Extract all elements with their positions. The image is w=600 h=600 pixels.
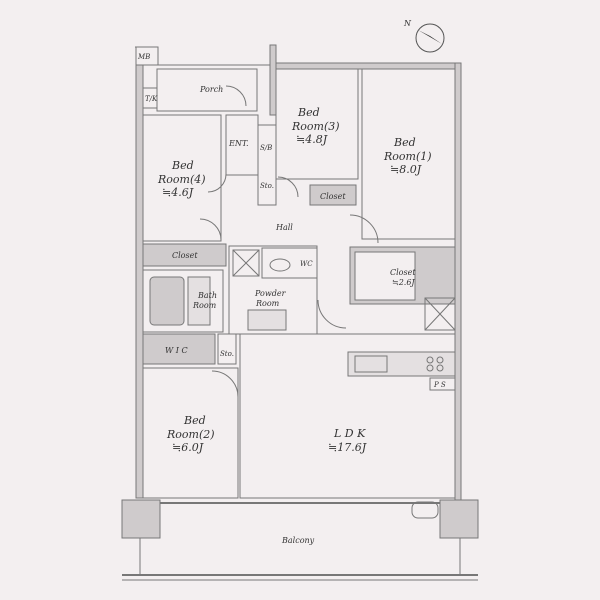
hall-label: Hall xyxy=(275,223,293,232)
bed1-label-2: Room(1) xyxy=(383,150,432,163)
bed2-label-2: Room(2) xyxy=(166,428,215,441)
bed4-label-1: Bed xyxy=(171,159,194,172)
powder-label-2: Room xyxy=(255,299,280,308)
bed4-label-3: ≒4.6J xyxy=(162,186,194,199)
bed3-label-1: Bed xyxy=(297,106,320,119)
balcony-label: Balcony xyxy=(281,536,315,545)
bed-room-1 xyxy=(361,68,456,240)
sto-label-1: Sto. xyxy=(260,182,274,190)
bed1-label-3: ≒8.0J xyxy=(390,163,422,176)
bed-room-4 xyxy=(142,114,222,242)
bed2-label-3: ≒6.0J xyxy=(172,441,204,454)
tk-label: T/K xyxy=(145,95,158,103)
wc xyxy=(261,247,318,279)
closet-label-right-1: Closet xyxy=(390,268,416,277)
ldk xyxy=(239,333,456,499)
bed3-label-2: Room(3) xyxy=(291,120,340,133)
bed1-label-1: Bed xyxy=(393,136,416,149)
sb-label: S/B xyxy=(260,144,272,152)
ldk-label-1: L D K xyxy=(333,427,366,440)
closet-label-left: Closet xyxy=(172,251,198,260)
mb-label: MB xyxy=(137,53,150,61)
closet-left xyxy=(142,243,227,267)
wc-label: WC xyxy=(300,260,313,268)
bath-label-1: Bath xyxy=(197,291,217,300)
left-wall xyxy=(135,62,144,499)
powder-label-1: Powder xyxy=(254,289,287,298)
mb-box xyxy=(135,46,159,66)
bed-room-3 xyxy=(275,68,359,180)
ent-label: ENT. xyxy=(228,139,249,148)
bed3-label-3: ≒4.8J xyxy=(296,133,328,146)
balcony xyxy=(121,499,161,539)
closet-label-bed3: Closet xyxy=(320,192,346,201)
north-arrow: N xyxy=(403,19,445,53)
svg-text:N: N xyxy=(403,19,412,28)
bed4-label-2: Room(4) xyxy=(157,173,206,186)
bed2-label-1: Bed xyxy=(183,414,206,427)
porch-area xyxy=(156,68,258,112)
closet-bed3 xyxy=(309,184,357,206)
closet-label-right-2: ≒2.6J xyxy=(392,278,415,287)
ps-label: P S xyxy=(433,381,446,389)
walk-in-closet xyxy=(142,333,216,365)
bath-label-2: Room xyxy=(192,301,217,310)
right-wall xyxy=(454,62,462,504)
ldk-label-2: ≒17.6J xyxy=(328,441,367,454)
wic-label: W I C xyxy=(165,346,188,355)
porch-label: Porch xyxy=(199,85,223,94)
top-wall xyxy=(269,62,456,70)
sto-label-2: Sto. xyxy=(220,350,234,358)
bath-room xyxy=(142,269,224,333)
bed-room-2 xyxy=(142,367,239,499)
